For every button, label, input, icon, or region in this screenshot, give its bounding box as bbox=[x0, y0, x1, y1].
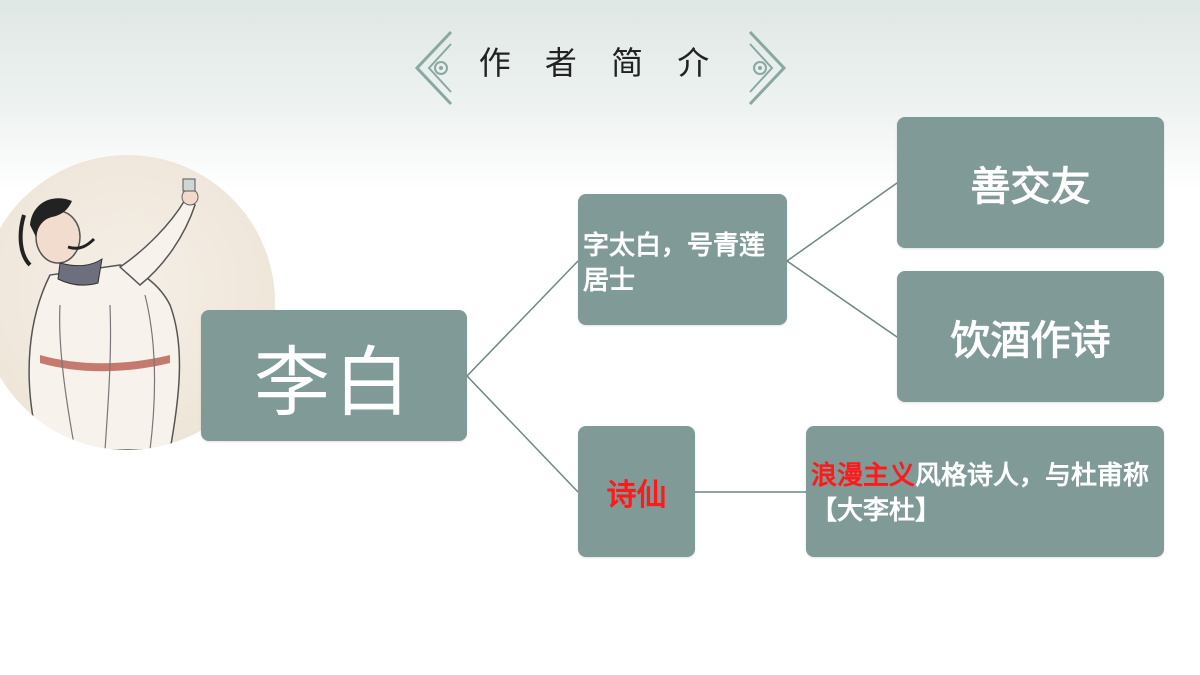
node-courtesy-name: 字太白，号青莲居士 bbox=[578, 194, 787, 325]
node-romanticism: 浪漫主义风格诗人，与杜甫称【大李杜】 bbox=[806, 426, 1164, 557]
node-wine-poetry-label: 饮酒作诗 bbox=[950, 317, 1111, 364]
node-romanticism-text: 浪漫主义风格诗人，与杜甫称【大李杜】 bbox=[811, 459, 1156, 529]
link-courtesy-wine bbox=[786, 260, 898, 338]
left-ornament-icon bbox=[414, 30, 453, 106]
node-wine-poetry: 饮酒作诗 bbox=[897, 271, 1164, 402]
node-li-bai-label: 李白 bbox=[254, 337, 414, 427]
node-courtesy-name-label: 字太白，号青莲居士 bbox=[583, 231, 766, 296]
romanticism-rest: 风格诗人，与杜甫称【大李杜】 bbox=[811, 461, 1150, 526]
link-root-poet bbox=[466, 375, 579, 493]
link-courtesy-friends bbox=[786, 182, 898, 262]
node-poet-immortal: 诗仙 bbox=[578, 426, 695, 557]
link-root-courtesy bbox=[466, 260, 579, 377]
poet-portrait-icon bbox=[18, 178, 199, 450]
romanticism-highlight: 浪漫主义 bbox=[811, 461, 916, 491]
node-poet-immortal-label: 诗仙 bbox=[606, 477, 667, 513]
right-ornament-icon bbox=[748, 30, 787, 106]
slide-title: 作 者 简 介 bbox=[478, 44, 722, 82]
node-good-friends: 善交友 bbox=[897, 117, 1164, 248]
node-good-friends-label: 善交友 bbox=[970, 163, 1091, 210]
poet-portrait bbox=[0, 155, 275, 450]
node-li-bai: 李白 bbox=[201, 310, 467, 441]
